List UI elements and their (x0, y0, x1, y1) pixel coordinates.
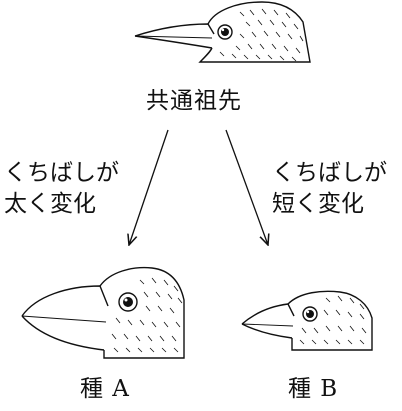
arrow-to-species-b (225, 129, 268, 245)
ancestor-label: 共通祖先 (146, 88, 242, 114)
species-b-label: 種 B (288, 376, 339, 402)
arrow-to-species-a (129, 129, 169, 245)
species-a-label: 種 A (80, 376, 130, 402)
branch-b-annotation-line1: くちばしが (272, 160, 387, 186)
branch-a-annotation-line2: 太く変化 (4, 191, 96, 217)
branch-b-annotation-line2: 短く変化 (272, 191, 364, 217)
species-b-bird-illustration (241, 290, 373, 351)
ancestor-bird-illustration (134, 1, 311, 63)
branch-a-annotation-line1: くちばしが (4, 160, 119, 186)
species-a-bird-illustration (21, 266, 185, 359)
